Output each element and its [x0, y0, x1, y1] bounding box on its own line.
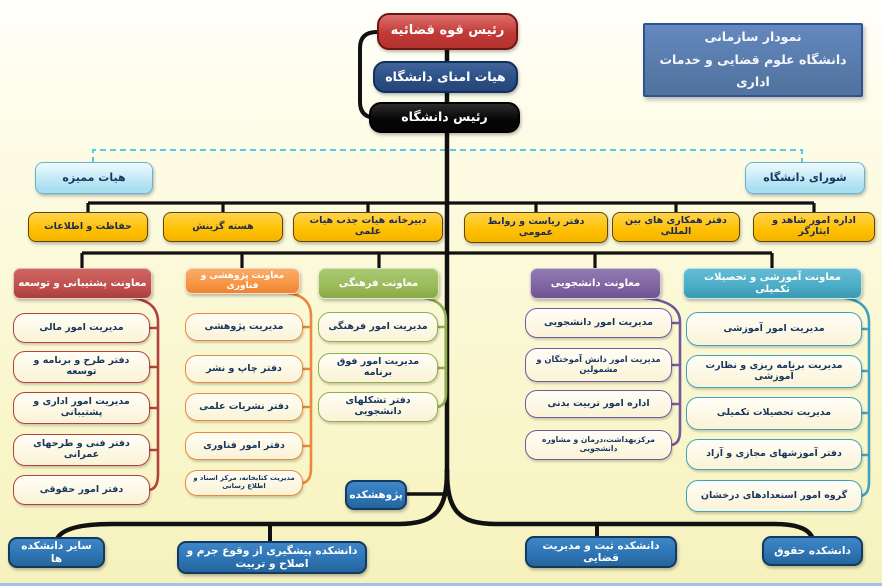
- node-printing-publishing: دفتر چاپ و نشر: [185, 355, 303, 383]
- node-research-management: مدیریت پژوهشی: [185, 313, 303, 341]
- node-crime-prevention-faculty: دانشکده پیشگیری از وقوع جرم و اصلاح و تر…: [177, 541, 367, 574]
- node-deputy-cultural: معاونت فرهنگی: [318, 268, 439, 299]
- node-library-management: مدیریت کتابخانه، مرکز اسناد و اطلاع رسان…: [185, 470, 303, 496]
- deputy-row-connector: [80, 251, 774, 269]
- node-health-counseling-center: مرکزبهداشت،درمان و مشاوره دانشجویی: [525, 430, 672, 460]
- node-alumni-conscripts: مدیریت امور دانش آموختگان و مشمولین: [525, 348, 672, 382]
- node-virtual-open-education: دفتر آموزشهای مجازی و آزاد: [686, 439, 862, 470]
- node-physical-education: اداره امور تربیت بدنی: [525, 390, 672, 418]
- node-graduate-studies: مدیریت تحصیلات تکمیلی: [686, 397, 862, 430]
- column3-bracket: [423, 296, 448, 409]
- node-talented-students-group: گروه امور استعدادهای درخشان: [686, 480, 862, 512]
- node-staff-office-recruitment: دبیرخانه هیات جذب هیات علمی: [293, 212, 443, 242]
- node-extracurricular-affairs: مدیریت امور فوق برنامه: [318, 353, 438, 383]
- column1-bracket: [131, 296, 160, 492]
- node-cultural-affairs: مدیریت امور فرهنگی: [318, 312, 438, 342]
- node-staff-office-international: دفتر همکاری های بین المللی: [612, 212, 740, 242]
- node-registration-faculty: دانشکده ثبت و مدیریت قضایی: [525, 536, 677, 568]
- node-other-faculties: سایر دانشکده ها: [8, 537, 105, 568]
- node-planning-development: دفتر طرح و برنامه و توسعه: [13, 351, 150, 383]
- node-deputy-research: معاونت پژوهشی و فناوری: [185, 268, 300, 294]
- node-deputy-academic: معاونت آموزشی و تحصیلات تکمیلی: [683, 268, 862, 299]
- node-technology-affairs: دفتر امور فناوری: [185, 432, 303, 460]
- node-deputy-student: معاونت دانشجویی: [530, 268, 661, 299]
- node-judiciary-head: رئیس قوه قضائیه: [377, 13, 518, 50]
- node-legal-affairs: دفتر امور حقوقی: [13, 475, 150, 505]
- node-staff-office-veterans: اداره امور شاهد و ایثارگر: [753, 212, 875, 242]
- node-staff-office-presidency: دفتر ریاست و روابط عمومی: [464, 212, 608, 243]
- bottom-left-branch: [54, 467, 450, 542]
- node-university-council: شورای دانشگاه: [745, 162, 865, 194]
- bottom-right-branch: [444, 467, 815, 540]
- node-student-affairs: مدیریت امور دانشجویی: [525, 308, 672, 338]
- column2-bracket: [287, 291, 313, 485]
- column4-bracket: [643, 296, 682, 447]
- node-deputy-support: معاونت پشتیبانی و توسعه: [13, 268, 152, 299]
- node-scientific-journals: دفتر نشریات علمی: [185, 393, 303, 421]
- chart-title-line1: نمودار سازمانی: [704, 29, 802, 45]
- node-staff-office-selection: هسته گزینش: [163, 212, 283, 242]
- node-technical-construction: دفتر فنی و طرحهای عمرانی: [13, 434, 150, 466]
- column5-bracket: [843, 296, 871, 498]
- node-educational-affairs: مدیریت امور آموزشی: [686, 312, 862, 346]
- node-law-faculty: دانشکده حقوق: [762, 536, 863, 566]
- node-audit-board: هیات ممیزه: [35, 162, 153, 194]
- node-board-of-trustees: هیات امنای دانشگاه: [373, 61, 518, 93]
- node-finance-management: مدیریت امور مالی: [13, 313, 150, 343]
- node-university-president: رئیس دانشگاه: [369, 102, 520, 133]
- chart-title-box: نمودار سازمانی دانشگاه علوم قضایی و خدما…: [643, 23, 863, 97]
- node-student-organizations: دفتر تشکلهای دانشجویی: [318, 392, 438, 422]
- top-bracket-connector: [358, 30, 379, 120]
- node-staff-office-protection: حفاظت و اطلاعات: [28, 212, 148, 242]
- chart-title-line2: دانشگاه علوم قضایی و خدمات اداری: [659, 51, 847, 90]
- node-research-institute: پژوهشکده: [345, 480, 407, 510]
- node-planning-supervision: مدیریت برنامه ریزی و نظارت آموزشی: [686, 355, 862, 388]
- node-admin-support: مدیریت امور اداری و پشتیبانی: [13, 392, 150, 424]
- bottom-stubs: [268, 524, 599, 543]
- staff-row-connector: [86, 201, 816, 214]
